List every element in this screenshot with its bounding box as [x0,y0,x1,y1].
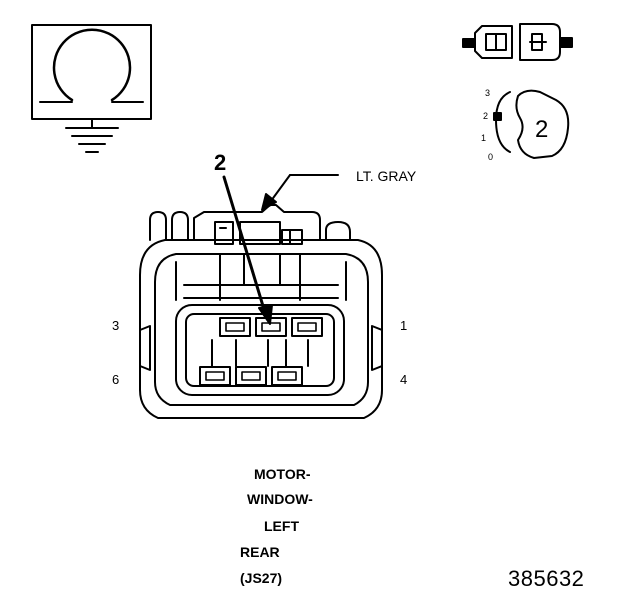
position-selected-number: 2 [535,116,549,143]
terminal-pointer-arrow [222,175,273,325]
connector-latch [149,204,351,301]
pin-label-1: 1 [400,318,408,333]
position-label-3: 3 [485,88,491,98]
mating-connector-icon [462,23,573,61]
position-label-1: 1 [481,133,487,143]
component-name-line-1: MOTOR- [254,466,311,482]
wire-color-label: LT. GRAY [356,168,417,184]
terminal-row-top [219,317,323,337]
pin-label-3: 3 [112,318,120,333]
position-label-0: 0 [488,152,494,162]
terminal-callout-number: 2 [214,150,227,175]
figure-number: 385632 [508,566,585,591]
ground-symbol-icon [31,24,152,153]
component-name-line-3: LEFT [264,518,299,534]
position-label-2: 2 [483,111,489,121]
component-connector-id: (JS27) [240,570,283,586]
component-name-line-4: REAR [240,544,280,560]
connector-shell [139,239,383,419]
terminal-position-icon [493,89,570,159]
terminal-row-bottom [199,339,309,386]
component-name-line-2: WINDOW- [247,491,313,507]
pin-label-6: 6 [112,372,120,387]
wire-color-callout-arrow [261,174,339,211]
pin-label-4: 4 [400,372,408,387]
